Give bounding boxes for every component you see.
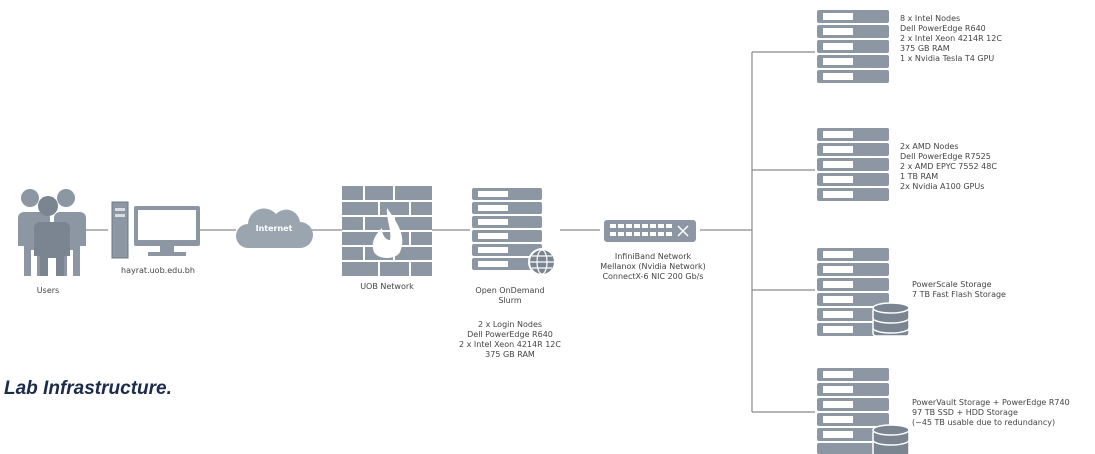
powervault-specs: PowerVault Storage + PowerEdge R740 97 T… bbox=[912, 398, 1070, 427]
intel-nodes-specs: 8 x Intel Nodes Dell PowerEdge R640 2 x … bbox=[900, 14, 1002, 63]
server-icon bbox=[472, 188, 556, 276]
amd-nodes-specs: 2x AMD Nodes Dell PowerEdge R7525 2 x AM… bbox=[900, 142, 997, 191]
powerscale-specs: PowerScale Storage 7 TB Fast Flash Stora… bbox=[912, 280, 1006, 299]
firewall-icon bbox=[342, 186, 432, 276]
infiniband-label: InfiniBand Network Mellanox (Nvidia Netw… bbox=[600, 252, 706, 281]
figure-caption: Lab Infrastructure. bbox=[4, 378, 172, 399]
cloud-icon bbox=[236, 208, 313, 248]
portal-label: hayrat.uob.edu.bh bbox=[121, 266, 195, 275]
users-label: Users bbox=[36, 286, 60, 295]
login-label: Open OnDemand Slurm bbox=[475, 286, 545, 305]
workstation-icon bbox=[111, 201, 200, 259]
amd-nodes-server-icon bbox=[817, 128, 889, 201]
intel-nodes-server-icon bbox=[817, 10, 889, 83]
internet-label: Internet bbox=[255, 224, 293, 233]
powervault-storage-icon bbox=[817, 368, 910, 454]
switch-icon bbox=[604, 220, 696, 242]
users-icon bbox=[16, 189, 86, 276]
uob-network-label: UOB Network bbox=[360, 282, 414, 291]
powerscale-storage-icon bbox=[817, 248, 910, 337]
login-specs: 2 x Login Nodes Dell PowerEdge R640 2 x … bbox=[459, 320, 561, 359]
